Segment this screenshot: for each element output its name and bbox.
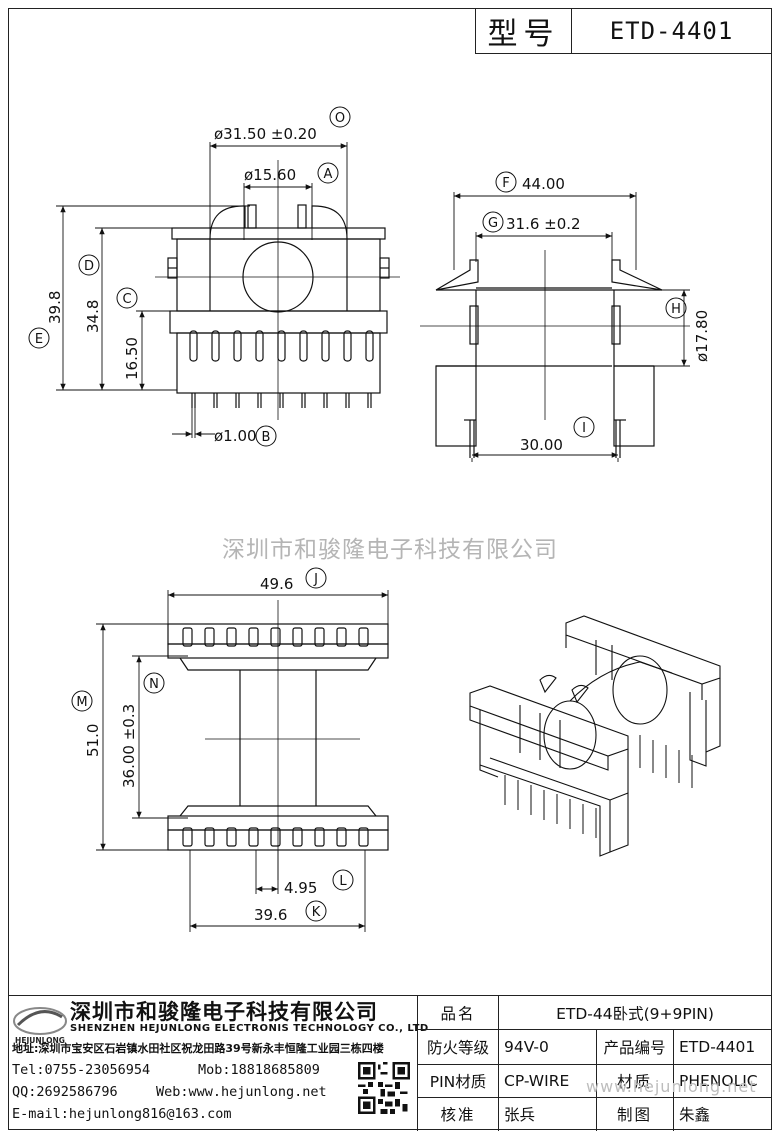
dim-F: 44.00 [522, 175, 565, 193]
model-label: 型号 [476, 9, 572, 53]
svg-text:J: J [313, 572, 318, 587]
company-qq: QQ:2692586796 [12, 1084, 118, 1100]
model-header: 型号 ETD-4401 [475, 8, 772, 54]
model-value: ETD-4401 [609, 17, 734, 45]
dim-H: ø17.80 [693, 310, 711, 362]
dim-A: ø15.60 [244, 166, 296, 184]
svg-text:L: L [339, 874, 347, 889]
dim-N: 36.00 ±0.3 [120, 704, 138, 788]
company-web: Web:www.hejunlong.net [156, 1084, 327, 1100]
svg-text:F: F [502, 176, 509, 191]
svg-text:O: O [335, 111, 345, 126]
site-watermark: www.hejunlong.net [586, 1077, 757, 1096]
material-value: PHENOLIC [679, 1071, 758, 1090]
company-name-en: SHENZHEN HEJUNLONG ELECTRONIS TECHNOLOGY… [70, 1023, 429, 1034]
svg-text:E: E [35, 332, 43, 347]
approver-label: 核准 [440, 1106, 476, 1124]
product-code-label: 产品编号 [603, 1038, 666, 1057]
dim-E: 39.8 [46, 291, 64, 324]
company-watermark: 深圳市和骏隆电子科技有限公司 [222, 537, 558, 563]
drawing-border [8, 8, 772, 1130]
dim-D: 34.8 [84, 300, 102, 333]
svg-text:A: A [324, 167, 333, 182]
qr-code-icon [358, 1062, 410, 1114]
material-label: 材质 [616, 1072, 652, 1091]
dim-O: ø31.50 ±0.20 [214, 125, 317, 143]
technical-drawing: O A B C D E F G H I J K L M N ø31.50 ±0.20 ø15.… [28, 106, 721, 932]
dim-G: 31.6 ±0.2 [506, 215, 581, 233]
product-name-value: ETD-44卧式(9+9PIN) [556, 1004, 714, 1023]
dim-M: 51.0 [84, 724, 102, 757]
drafter-label: 制图 [616, 1106, 652, 1124]
title-block: HEJUNLONG 深圳市和骏隆电子科技有限公司 SHENZHEN HEJUNL… [8, 995, 772, 1131]
company-tel: Tel:0755-23056954 [12, 1062, 151, 1078]
dim-B: ø1.00 [214, 427, 257, 445]
pin-material-label: PIN材质 [429, 1072, 487, 1091]
dim-K: 39.6 [254, 906, 287, 924]
svg-text:H: H [671, 302, 681, 317]
svg-text:M: M [76, 695, 87, 710]
approver-value: 张兵 [504, 1106, 536, 1124]
product-code-value: ETD-4401 [679, 1037, 756, 1056]
drafter-value: 朱鑫 [679, 1106, 711, 1124]
svg-text:G: G [488, 216, 498, 231]
company-name: 深圳市和骏隆电子科技有限公司 [70, 1000, 378, 1024]
dim-L: 4.95 [284, 879, 317, 897]
spec-table: 品名 ETD-44卧式(9+9PIN) 防火等级 94V-0 产品编号 ETD-… [418, 996, 772, 1131]
company-address: 地址:深圳市宝安区石岩镇水田社区祝龙田路39号新永丰恒隆工业园三栋四楼 [12, 1042, 384, 1055]
pin-material-value: CP-WIRE [504, 1071, 570, 1090]
company-logo-icon: HEJUNLONG [13, 1007, 67, 1045]
svg-text:I: I [582, 421, 586, 436]
isometric-view [469, 615, 721, 857]
dim-J: 49.6 [260, 575, 293, 593]
fire-rating-label: 防火等级 [426, 1038, 489, 1057]
bottom-view [167, 600, 389, 880]
svg-text:D: D [84, 259, 94, 274]
logo-text: HEJUNLONG [15, 1036, 65, 1045]
dim-I: 30.00 [520, 436, 563, 454]
dim-C: 16.50 [123, 337, 141, 380]
product-name-label: 品名 [440, 1004, 476, 1023]
company-email: E-mail:hejunlong816@163.com [12, 1106, 232, 1122]
company-mob: Mob:18818685809 [198, 1062, 320, 1078]
svg-text:B: B [262, 430, 271, 445]
front-view [155, 160, 400, 420]
svg-text:C: C [122, 292, 131, 307]
company-block: HEJUNLONG 深圳市和骏隆电子科技有限公司 SHENZHEN HEJUNL… [8, 996, 428, 1131]
svg-text:N: N [149, 677, 159, 692]
fire-rating-value: 94V-0 [504, 1037, 549, 1056]
svg-text:K: K [312, 905, 321, 920]
side-view [420, 250, 690, 458]
